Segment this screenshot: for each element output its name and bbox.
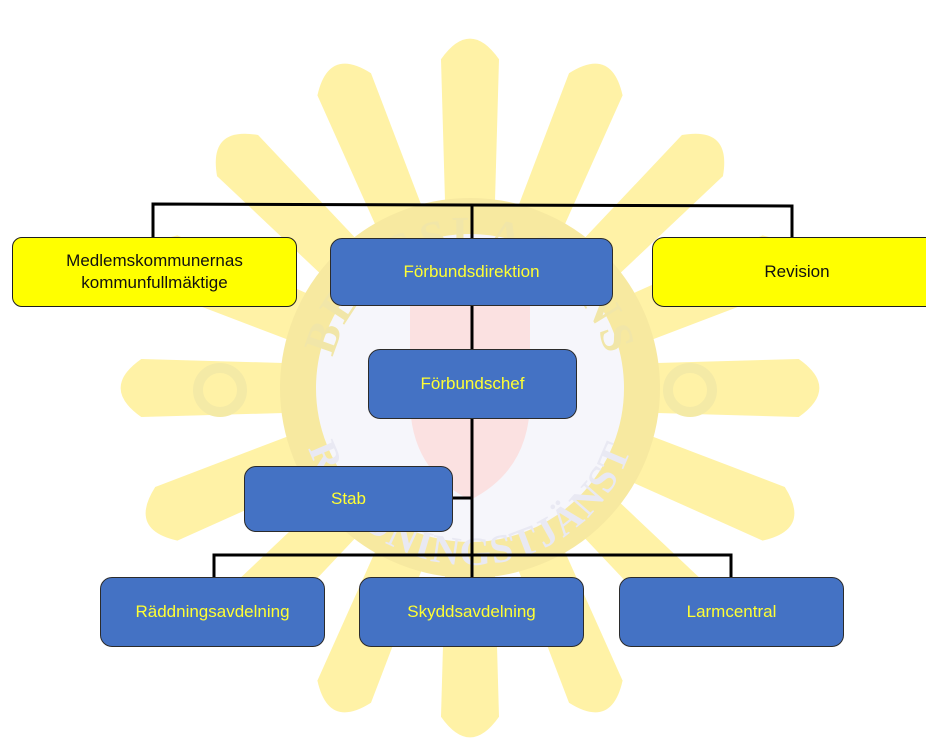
forbundsdirektion-label: Förbundsdirektion [403,261,540,281]
forbundsdirektion-box: Förbundsdirektion [330,238,613,306]
revision-label: Revision [764,261,830,281]
larmcentral-label: Larmcentral [686,601,777,621]
member-councils-box: Medlemskommunernas kommunfullmäktige [12,237,297,307]
raddningsavdelning-label: Räddningsavdelning [135,601,290,621]
forbundschef-box: Förbundschef [368,349,577,419]
emblem-left-symbol-icon [193,363,247,417]
stab-box: Stab [244,466,453,532]
skyddsavdelning-label: Skyddsavdelning [407,601,536,621]
emblem-right-symbol-icon [663,363,717,417]
emblem-ring [280,198,660,578]
raddningsavdelning-box: Räddningsavdelning [100,577,325,647]
star-ray [440,38,500,240]
skyddsavdelning-box: Skyddsavdelning [359,577,584,647]
larmcentral-box: Larmcentral [619,577,844,647]
star-ray [120,358,322,418]
stab-label: Stab [331,488,366,508]
revision-box: Revision [652,237,926,307]
member-councils-label: Medlemskommunernas kommunfullmäktige [66,250,243,292]
forbundschef-label: Förbundschef [420,373,525,393]
